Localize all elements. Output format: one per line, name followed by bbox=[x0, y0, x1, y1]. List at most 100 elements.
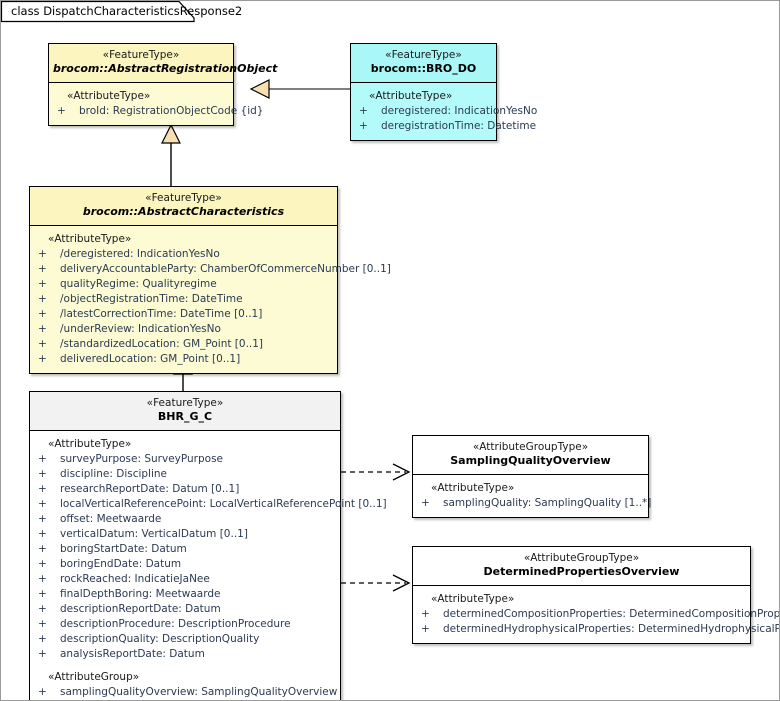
visibility-marker: + bbox=[38, 573, 47, 585]
visibility-marker: + bbox=[38, 353, 47, 365]
class-name: brocom::AbstractRegistrationObject bbox=[53, 62, 278, 75]
attribute-text: /latestCorrectionTime: DateTime [0..1] bbox=[60, 308, 263, 320]
visibility-marker: + bbox=[38, 338, 47, 350]
visibility-marker: + bbox=[38, 603, 47, 615]
attribute-text: descriptionReportDate: Datum bbox=[60, 603, 221, 615]
attribute-row: + rockReached: IndicatieJaNee bbox=[36, 572, 336, 587]
class-header: «AttributeGroupType» SamplingQualityOver… bbox=[413, 436, 648, 475]
attribute-row: + deliveryAccountableParty: ChamberOfCom… bbox=[36, 262, 391, 277]
class-name: DeterminedPropertiesOverview bbox=[483, 565, 680, 578]
attribute-row: + descriptionProcedure: DescriptionProce… bbox=[36, 617, 336, 632]
class-stereotype: «FeatureType» bbox=[146, 397, 224, 409]
attribute-text: deliveredLocation: GM_Point [0..1] bbox=[60, 353, 241, 365]
attribute-row: + discipline: Discipline bbox=[36, 467, 336, 482]
class-bhr-g-c[interactable]: «FeatureType» BHR_G_C «AttributeType» + … bbox=[29, 391, 387, 700]
visibility-marker: + bbox=[38, 483, 47, 495]
class-name: SamplingQualityOverview bbox=[450, 454, 611, 467]
attribute-text: deregistered: IndicationYesNo bbox=[381, 105, 538, 117]
connector-gen-brodo-to-aro bbox=[249, 79, 350, 99]
attribute-row: + surveyPurpose: SurveyPurpose bbox=[36, 452, 336, 467]
visibility-marker: + bbox=[38, 468, 47, 480]
attribute-text: /standardizedLocation: GM_Point [0..1] bbox=[60, 338, 264, 350]
class-abstract-characteristics[interactable]: «FeatureType» brocom::AbstractCharacteri… bbox=[29, 186, 391, 374]
attribute-row: + finalDepthBoring: Meetwaarde bbox=[36, 587, 336, 602]
attribute-row: + descriptionQuality: DescriptionQuality bbox=[36, 632, 336, 647]
section-label: «AttributeType» bbox=[48, 233, 132, 245]
class-header: «AttributeGroupType» DeterminedPropertie… bbox=[413, 547, 750, 586]
section-label: «AttributeType» bbox=[48, 438, 132, 450]
class-bro-do[interactable]: «FeatureType» brocom::BRO_DO «AttributeT… bbox=[350, 43, 537, 141]
class-sampling-quality-overview[interactable]: «AttributeGroupType» SamplingQualityOver… bbox=[412, 435, 651, 518]
connector-dep-bhr-to-sampling bbox=[341, 463, 411, 481]
attribute-row: + descriptionReportDate: Datum bbox=[36, 602, 336, 617]
visibility-marker: + bbox=[38, 263, 47, 275]
section-label: «AttributeGroup» bbox=[48, 671, 140, 683]
class-header: «FeatureType» brocom::BRO_DO bbox=[351, 44, 496, 83]
section-spacer bbox=[36, 662, 336, 670]
class-stereotype: «AttributeGroupType» bbox=[472, 441, 589, 453]
class-body: «AttributeType» + deregistered: Indicati… bbox=[351, 83, 537, 140]
visibility-marker: + bbox=[38, 453, 47, 465]
attribute-row: + boringEndDate: Datum bbox=[36, 557, 336, 572]
attribute-text: deliveryAccountableParty: ChamberOfComme… bbox=[60, 263, 391, 275]
attribute-text: boringEndDate: Datum bbox=[60, 558, 182, 570]
class-abstract-registration-object[interactable]: «FeatureType» brocom::AbstractRegistrati… bbox=[48, 43, 278, 126]
attribute-row: + deregistrationTime: Datetime bbox=[357, 119, 536, 134]
attribute-row: + samplingQuality: SamplingQuality [1..*… bbox=[419, 496, 651, 511]
attribute-text: offset: Meetwaarde bbox=[60, 513, 162, 525]
attribute-text: surveyPurpose: SurveyPurpose bbox=[60, 453, 224, 465]
class-header: «FeatureType» brocom::AbstractCharacteri… bbox=[30, 187, 337, 226]
visibility-marker: + bbox=[421, 623, 430, 635]
visibility-marker: + bbox=[38, 558, 47, 570]
attribute-row: + offset: Meetwaarde bbox=[36, 512, 336, 527]
attribute-row: + /latestCorrectionTime: DateTime [0..1] bbox=[36, 307, 333, 322]
visibility-marker: + bbox=[38, 248, 47, 260]
attribute-row: + samplingQualityOverview: SamplingQuali… bbox=[36, 685, 338, 700]
class-body: «AttributeType» + broId: RegistrationObj… bbox=[49, 83, 264, 125]
attribute-row: + deregistered: IndicationYesNo bbox=[357, 104, 537, 119]
class-determined-properties-overview[interactable]: «AttributeGroupType» DeterminedPropertie… bbox=[412, 546, 779, 644]
attribute-row: + /deregistered: IndicationYesNo bbox=[36, 247, 333, 262]
class-name: brocom::AbstractCharacteristics bbox=[82, 205, 285, 218]
attribute-text: samplingQualityOverview: SamplingQuality… bbox=[60, 686, 338, 698]
attribute-row: + qualityRegime: Qualityregime bbox=[36, 277, 333, 292]
attribute-text: rockReached: IndicatieJaNee bbox=[60, 573, 210, 585]
section-label: «AttributeType» bbox=[67, 90, 151, 102]
attribute-text: determinedCompositionProperties: Determi… bbox=[443, 608, 780, 620]
visibility-marker: + bbox=[38, 323, 47, 335]
section-label: «AttributeType» bbox=[431, 593, 515, 605]
visibility-marker: + bbox=[38, 686, 47, 698]
visibility-marker: + bbox=[38, 543, 47, 555]
visibility-marker: + bbox=[359, 105, 368, 117]
class-stereotype: «FeatureType» bbox=[102, 49, 180, 61]
section-label: «AttributeType» bbox=[431, 482, 515, 494]
attribute-text: researchReportDate: Datum [0..1] bbox=[60, 483, 240, 495]
attribute-row: + /underReview: IndicationYesNo bbox=[36, 322, 333, 337]
attribute-row: + analysisReportDate: Datum bbox=[36, 647, 336, 662]
visibility-marker: + bbox=[38, 588, 47, 600]
attribute-text: deregistrationTime: Datetime bbox=[381, 120, 537, 132]
attribute-text: descriptionQuality: DescriptionQuality bbox=[60, 633, 260, 645]
connector-gen-characteristics-to-aro bbox=[161, 123, 181, 186]
visibility-marker: + bbox=[38, 648, 47, 660]
diagram-frame-tab bbox=[1, 1, 195, 23]
attribute-text: discipline: Discipline bbox=[60, 468, 168, 480]
attribute-row: + broId: RegistrationObjectCode {id} bbox=[55, 104, 264, 119]
class-header: «FeatureType» brocom::AbstractRegistrati… bbox=[49, 44, 278, 83]
visibility-marker: + bbox=[38, 278, 47, 290]
attribute-text: samplingQuality: SamplingQuality [1..*] bbox=[443, 497, 652, 509]
attribute-text: boringStartDate: Datum bbox=[60, 543, 187, 555]
attribute-row: + determinedCompositionProperties: Deter… bbox=[419, 607, 779, 622]
section-label: «AttributeType» bbox=[369, 90, 453, 102]
attribute-text: analysisReportDate: Datum bbox=[60, 648, 205, 660]
class-name: brocom::BRO_DO bbox=[370, 62, 477, 75]
class-body: «AttributeType» + determinedCompositionP… bbox=[413, 586, 779, 643]
visibility-marker: + bbox=[38, 618, 47, 630]
attribute-text: qualityRegime: Qualityregime bbox=[60, 278, 217, 290]
attribute-text: broId: RegistrationObjectCode {id} bbox=[79, 105, 264, 117]
class-stereotype: «AttributeGroupType» bbox=[523, 552, 640, 564]
attribute-text: /deregistered: IndicationYesNo bbox=[60, 248, 220, 260]
class-body: «AttributeType» + samplingQuality: Sampl… bbox=[413, 475, 651, 517]
attribute-row: + deliveredLocation: GM_Point [0..1] bbox=[36, 352, 333, 367]
